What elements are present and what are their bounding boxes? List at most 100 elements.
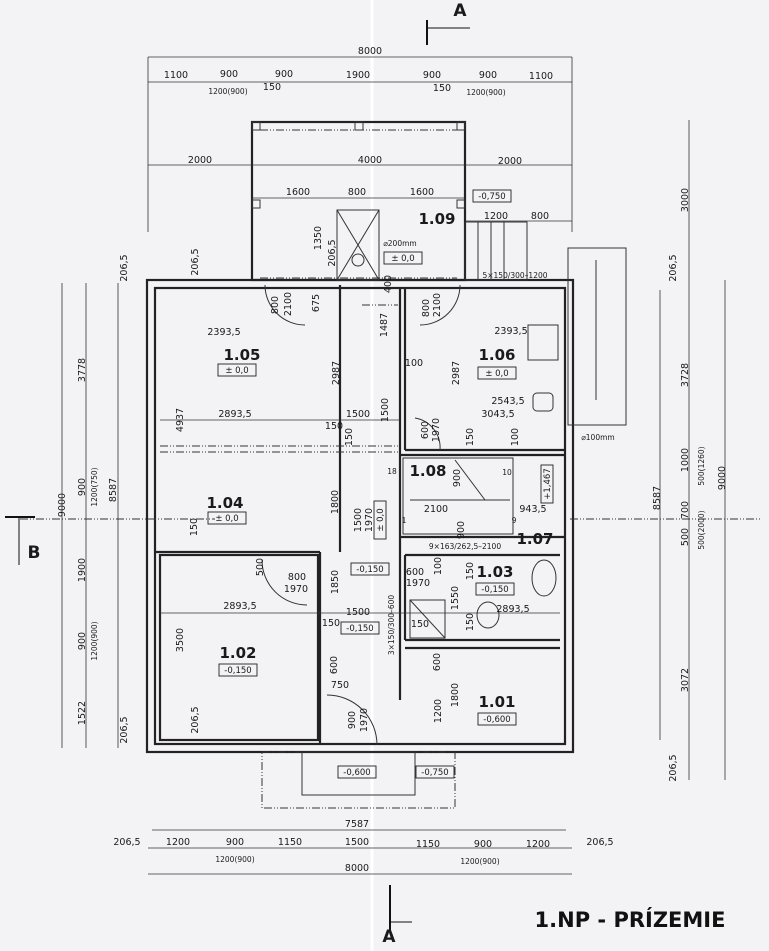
dimension-label: 1600: [410, 187, 434, 198]
dimension-label: 150: [465, 613, 476, 631]
level-mark: -0,750: [421, 768, 448, 778]
dimension-label: 18: [387, 467, 397, 476]
dimension-label: 206,5: [668, 754, 679, 781]
dimension-label: 1200(900): [215, 855, 254, 864]
dimension-label: 1200(900): [460, 857, 499, 866]
dimension-label: 1200(900): [90, 621, 99, 660]
dimension-label: 1100: [164, 70, 188, 81]
dimension-label: 1970: [359, 708, 370, 732]
dimension-label: 1200: [526, 839, 550, 850]
room-level: -0,150: [224, 666, 251, 676]
dimension-label: 500: [255, 558, 266, 576]
dimension-label: 2393,5: [207, 327, 240, 338]
section-marker: A: [382, 927, 396, 947]
dimension-label: 2000: [498, 156, 522, 167]
dimension-label: 150: [263, 82, 281, 93]
dimension-label: 1350: [313, 226, 324, 250]
dimension-label: 800: [288, 572, 306, 583]
dimension-label: 1150: [416, 839, 440, 850]
dimension-label: 8587: [652, 486, 663, 510]
dimension-label: 9000: [57, 493, 68, 517]
dimension-label: 206,5: [668, 254, 679, 281]
dimension-label: 1970: [284, 584, 308, 595]
dimension-label: 4000: [358, 155, 382, 166]
dimension-label: 8000: [345, 863, 369, 874]
room-label: 1.01: [478, 693, 515, 711]
level-box: [475, 582, 515, 596]
dimension-label: 1900: [346, 70, 370, 81]
dimension-label: 750: [331, 680, 349, 691]
dimension-label: 8000: [358, 46, 382, 57]
dimension-label: 150: [189, 518, 200, 536]
annotation: ⌀200mm: [383, 239, 416, 248]
level-box: [340, 621, 380, 635]
dimension-label: 1500: [380, 398, 391, 422]
dimension-label: 1200(900): [208, 87, 247, 96]
level-mark: -0,600: [343, 768, 370, 778]
dimension-label: 4937: [175, 408, 186, 432]
dimension-label: 500: [680, 528, 691, 546]
dimension-label: 900: [226, 837, 244, 848]
dimension-label: 206,5: [190, 248, 201, 275]
dimension-label: 1850: [330, 570, 341, 594]
dimension-label: 2100: [283, 292, 294, 316]
dimension-label: 1200: [484, 211, 508, 222]
dimension-label: 150: [433, 83, 451, 94]
dimension-label: 900: [423, 70, 441, 81]
level-mark: ± 0,0: [376, 508, 386, 531]
dimension-label: 10: [502, 468, 512, 477]
level-box: [472, 189, 512, 203]
dimension-label: 600: [406, 567, 424, 578]
dimension-label: 900: [452, 469, 463, 487]
level-box: [207, 511, 247, 525]
dimension-label: 100: [405, 358, 423, 369]
dimension-label: 206,5: [327, 239, 338, 266]
dimension-label: 800: [421, 299, 432, 317]
dimension-label: 1000: [680, 448, 691, 472]
room-level: -0,600: [483, 715, 510, 725]
level-box: [477, 366, 517, 380]
dimension-label: 2000: [188, 155, 212, 166]
dimension-label: 7587: [345, 819, 369, 830]
dimension-label: 8587: [108, 478, 119, 502]
dimension-label: 206,5: [119, 254, 130, 281]
dimension-label: 150: [325, 421, 343, 432]
annotation: ⌀100mm: [581, 433, 614, 442]
dimension-label: 1522: [77, 701, 88, 725]
drawing-title: 1.NP - PRÍZEMIE: [535, 907, 726, 932]
dimension-label: 900: [220, 69, 238, 80]
level-mark: -0,750: [478, 192, 505, 202]
dimension-label: 900: [474, 839, 492, 850]
dimension-label: 100: [510, 428, 521, 446]
dimension-label: 150: [465, 428, 476, 446]
dimension-label: 1550: [450, 586, 461, 610]
room-label: 1.07: [516, 530, 553, 548]
dimension-label: 600: [432, 653, 443, 671]
dimension-label: 800: [348, 187, 366, 198]
dimension-label: 800: [531, 211, 549, 222]
dimension-label: 1500: [346, 607, 370, 618]
dimension-label: 2393,5: [494, 326, 527, 337]
room-label: 1.08: [409, 462, 446, 480]
dimension-label: 900: [456, 521, 467, 539]
room-label: 1.04: [206, 494, 243, 512]
dimension-label: 2893,5: [223, 601, 256, 612]
level-box: [373, 500, 387, 540]
dimension-label: 3072: [680, 668, 691, 692]
dimension-label: 1100: [529, 71, 553, 82]
dimension-label: 1600: [286, 187, 310, 198]
section-cut-lines: [5, 20, 470, 930]
dimension-label: 206,5: [113, 837, 140, 848]
dimension-label: 2893,5: [218, 409, 251, 420]
dimension-label: 2100: [424, 504, 448, 515]
dimension-label: 1500: [345, 837, 369, 848]
dimension-label: 1150: [278, 837, 302, 848]
dimension-label: 3043,5: [481, 409, 514, 420]
room-label: 1.05: [223, 346, 260, 364]
dimension-label: 500(1260): [697, 446, 706, 485]
room-level: ± 0,0: [485, 369, 508, 379]
dimension-label: 1200: [433, 699, 444, 723]
dimension-label: 1970: [364, 508, 375, 532]
room-level: ± 0,0: [225, 366, 248, 376]
